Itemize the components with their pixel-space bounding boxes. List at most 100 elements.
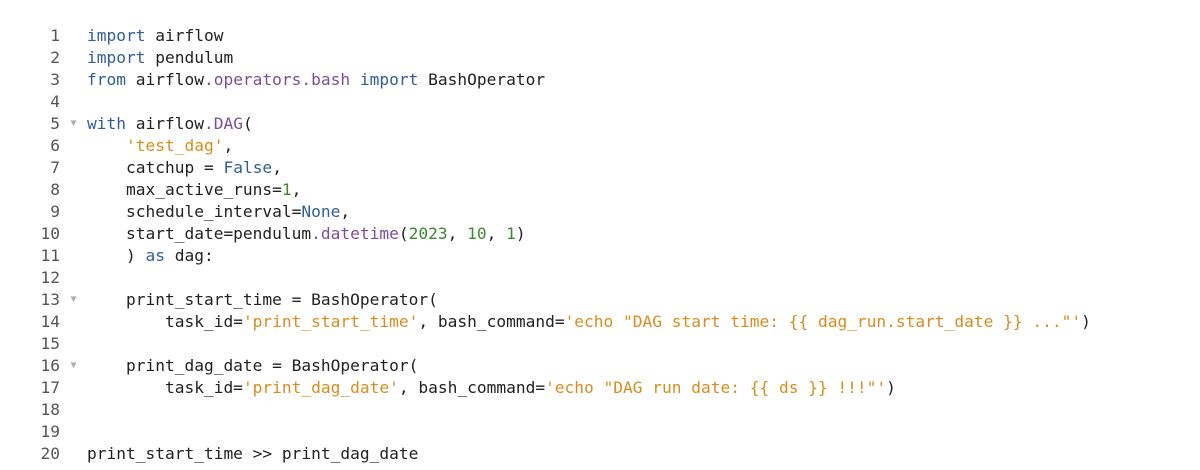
line-number: 6 xyxy=(50,135,60,155)
code-token: from xyxy=(87,69,126,89)
code-token: print_dag_date = BashOperator( xyxy=(87,355,419,375)
code-line[interactable]: 18 xyxy=(0,398,1200,420)
code-line[interactable]: 5▼with airflow.DAG( xyxy=(0,112,1200,134)
code-token: import xyxy=(359,69,419,89)
code-token: ) xyxy=(886,377,896,397)
code-token: max_active_runs= xyxy=(87,179,282,199)
code-line[interactable]: 8 max_active_runs=1, xyxy=(0,178,1200,200)
code-token: 'print_start_time' xyxy=(242,311,419,331)
code-token xyxy=(350,70,360,89)
code-token: .DAG xyxy=(203,113,243,133)
code-token: 'echo "DAG start time: {{ dag_run.start_… xyxy=(564,311,1082,331)
code-text[interactable]: schedule_interval=None, xyxy=(87,202,350,221)
code-token: .datetime xyxy=(311,223,399,243)
line-number: 4 xyxy=(50,91,60,111)
code-text[interactable]: from airflow.operators.bash import BashO… xyxy=(87,70,545,89)
line-number: 9 xyxy=(50,201,60,221)
line-number: 15 xyxy=(40,333,61,353)
fold-arrow-icon[interactable]: ▼ xyxy=(70,293,77,305)
code-token: print_start_time = BashOperator( xyxy=(87,289,438,309)
code-token: schedule_interval= xyxy=(87,201,302,221)
code-token: 'echo "DAG run date: {{ ds }} !!!"' xyxy=(545,377,887,397)
line-number: 19 xyxy=(40,421,61,441)
code-token: 10 xyxy=(467,223,487,243)
code-text[interactable]: task_id='print_dag_date', bash_command='… xyxy=(87,378,896,397)
code-token: with xyxy=(87,113,126,133)
code-token xyxy=(87,136,126,155)
line-number: 10 xyxy=(40,223,61,243)
line-number: 13 xyxy=(40,289,61,309)
code-line[interactable]: 19 xyxy=(0,420,1200,442)
code-line[interactable]: 7 catchup = False, xyxy=(0,156,1200,178)
code-line[interactable]: 12 xyxy=(0,266,1200,288)
code-token: task_id= xyxy=(87,311,243,331)
code-text[interactable]: ) as dag: xyxy=(87,246,214,265)
code-token: ) xyxy=(87,245,146,265)
code-line[interactable]: 15 xyxy=(0,332,1200,354)
code-line[interactable]: 13 ▼ print_start_time = BashOperator( xyxy=(0,288,1200,310)
code-line[interactable]: 17 task_id='print_dag_date', bash_comman… xyxy=(0,376,1200,398)
line-number: 12 xyxy=(40,267,61,287)
code-token: ( xyxy=(398,223,409,243)
code-token: airflow xyxy=(125,69,204,89)
code-line[interactable]: 9 schedule_interval=None, xyxy=(0,200,1200,222)
code-token: pendulum xyxy=(145,47,234,67)
code-token: False xyxy=(223,157,273,177)
code-token: ) xyxy=(515,223,526,243)
code-text[interactable]: import pendulum xyxy=(87,48,233,67)
fold-arrow-icon[interactable]: ▼ xyxy=(70,117,77,129)
code-token: import xyxy=(87,47,146,67)
code-text[interactable]: print_dag_date = BashOperator( xyxy=(87,356,418,375)
line-number: 11 xyxy=(40,245,61,265)
code-line[interactable]: 10 start_date=pendulum.datetime(2023, 10… xyxy=(0,222,1200,244)
code-token: None xyxy=(301,201,341,221)
code-text[interactable]: max_active_runs=1, xyxy=(87,180,301,199)
code-token: as xyxy=(145,245,165,265)
code-token: , xyxy=(486,223,507,243)
code-text[interactable]: with airflow.DAG( xyxy=(87,114,253,133)
code-line[interactable]: 11 ) as dag: xyxy=(0,244,1200,266)
code-token: import xyxy=(87,25,146,45)
code-line[interactable]: 2 import pendulum xyxy=(0,46,1200,68)
code-line[interactable]: 14 task_id='print_start_time', bash_comm… xyxy=(0,310,1200,332)
code-line[interactable]: 3 from airflow.operators.bash import Bash… xyxy=(0,68,1200,90)
code-token: , xyxy=(447,223,468,243)
code-token: 'test_dag' xyxy=(125,135,224,155)
code-token: 1 xyxy=(506,223,516,243)
code-line[interactable]: 16 ▼ print_dag_date = BashOperator( xyxy=(0,354,1200,376)
code-text[interactable]: print_start_time >> print_dag_date xyxy=(87,444,418,463)
line-number: 2 xyxy=(50,47,60,67)
code-token: print_start_time >> print_dag_date xyxy=(87,443,419,463)
line-number: 20 xyxy=(40,443,61,463)
code-text[interactable]: 'test_dag', xyxy=(87,136,233,155)
code-token: task_id= xyxy=(87,377,243,397)
code-token: , xyxy=(291,179,302,199)
code-text[interactable]: start_date=pendulum.datetime(2023, 10, 1… xyxy=(87,224,526,243)
code-token: 2023 xyxy=(408,223,448,243)
code-text[interactable]: task_id='print_start_time', bash_command… xyxy=(87,312,1091,331)
code-line[interactable]: 4 xyxy=(0,90,1200,112)
code-token: , xyxy=(340,201,351,221)
line-number: 14 xyxy=(40,311,61,331)
code-text[interactable]: catchup = False, xyxy=(87,158,282,177)
code-token: , xyxy=(223,135,234,155)
line-number: 8 xyxy=(50,179,60,199)
code-line[interactable]: 6 'test_dag', xyxy=(0,134,1200,156)
code-token: ) xyxy=(1081,311,1091,331)
code-token: airflow xyxy=(145,25,224,45)
line-number: 16 xyxy=(40,355,61,375)
line-number: 3 xyxy=(50,69,60,89)
code-token: catchup = xyxy=(87,157,224,177)
fold-arrow-icon[interactable]: ▼ xyxy=(70,359,77,371)
code-token: BashOperator xyxy=(418,69,546,89)
code-token: dag: xyxy=(164,245,214,265)
code-token: start_date=pendulum xyxy=(87,223,312,243)
code-line[interactable]: 20 print_start_time >> print_dag_date xyxy=(0,442,1200,464)
code-token: .operators.bash xyxy=(203,69,351,89)
line-number: 17 xyxy=(40,377,61,397)
code-text[interactable]: import airflow xyxy=(87,26,223,45)
code-token: 1 xyxy=(281,179,292,199)
code-text[interactable]: print_start_time = BashOperator( xyxy=(87,290,438,309)
